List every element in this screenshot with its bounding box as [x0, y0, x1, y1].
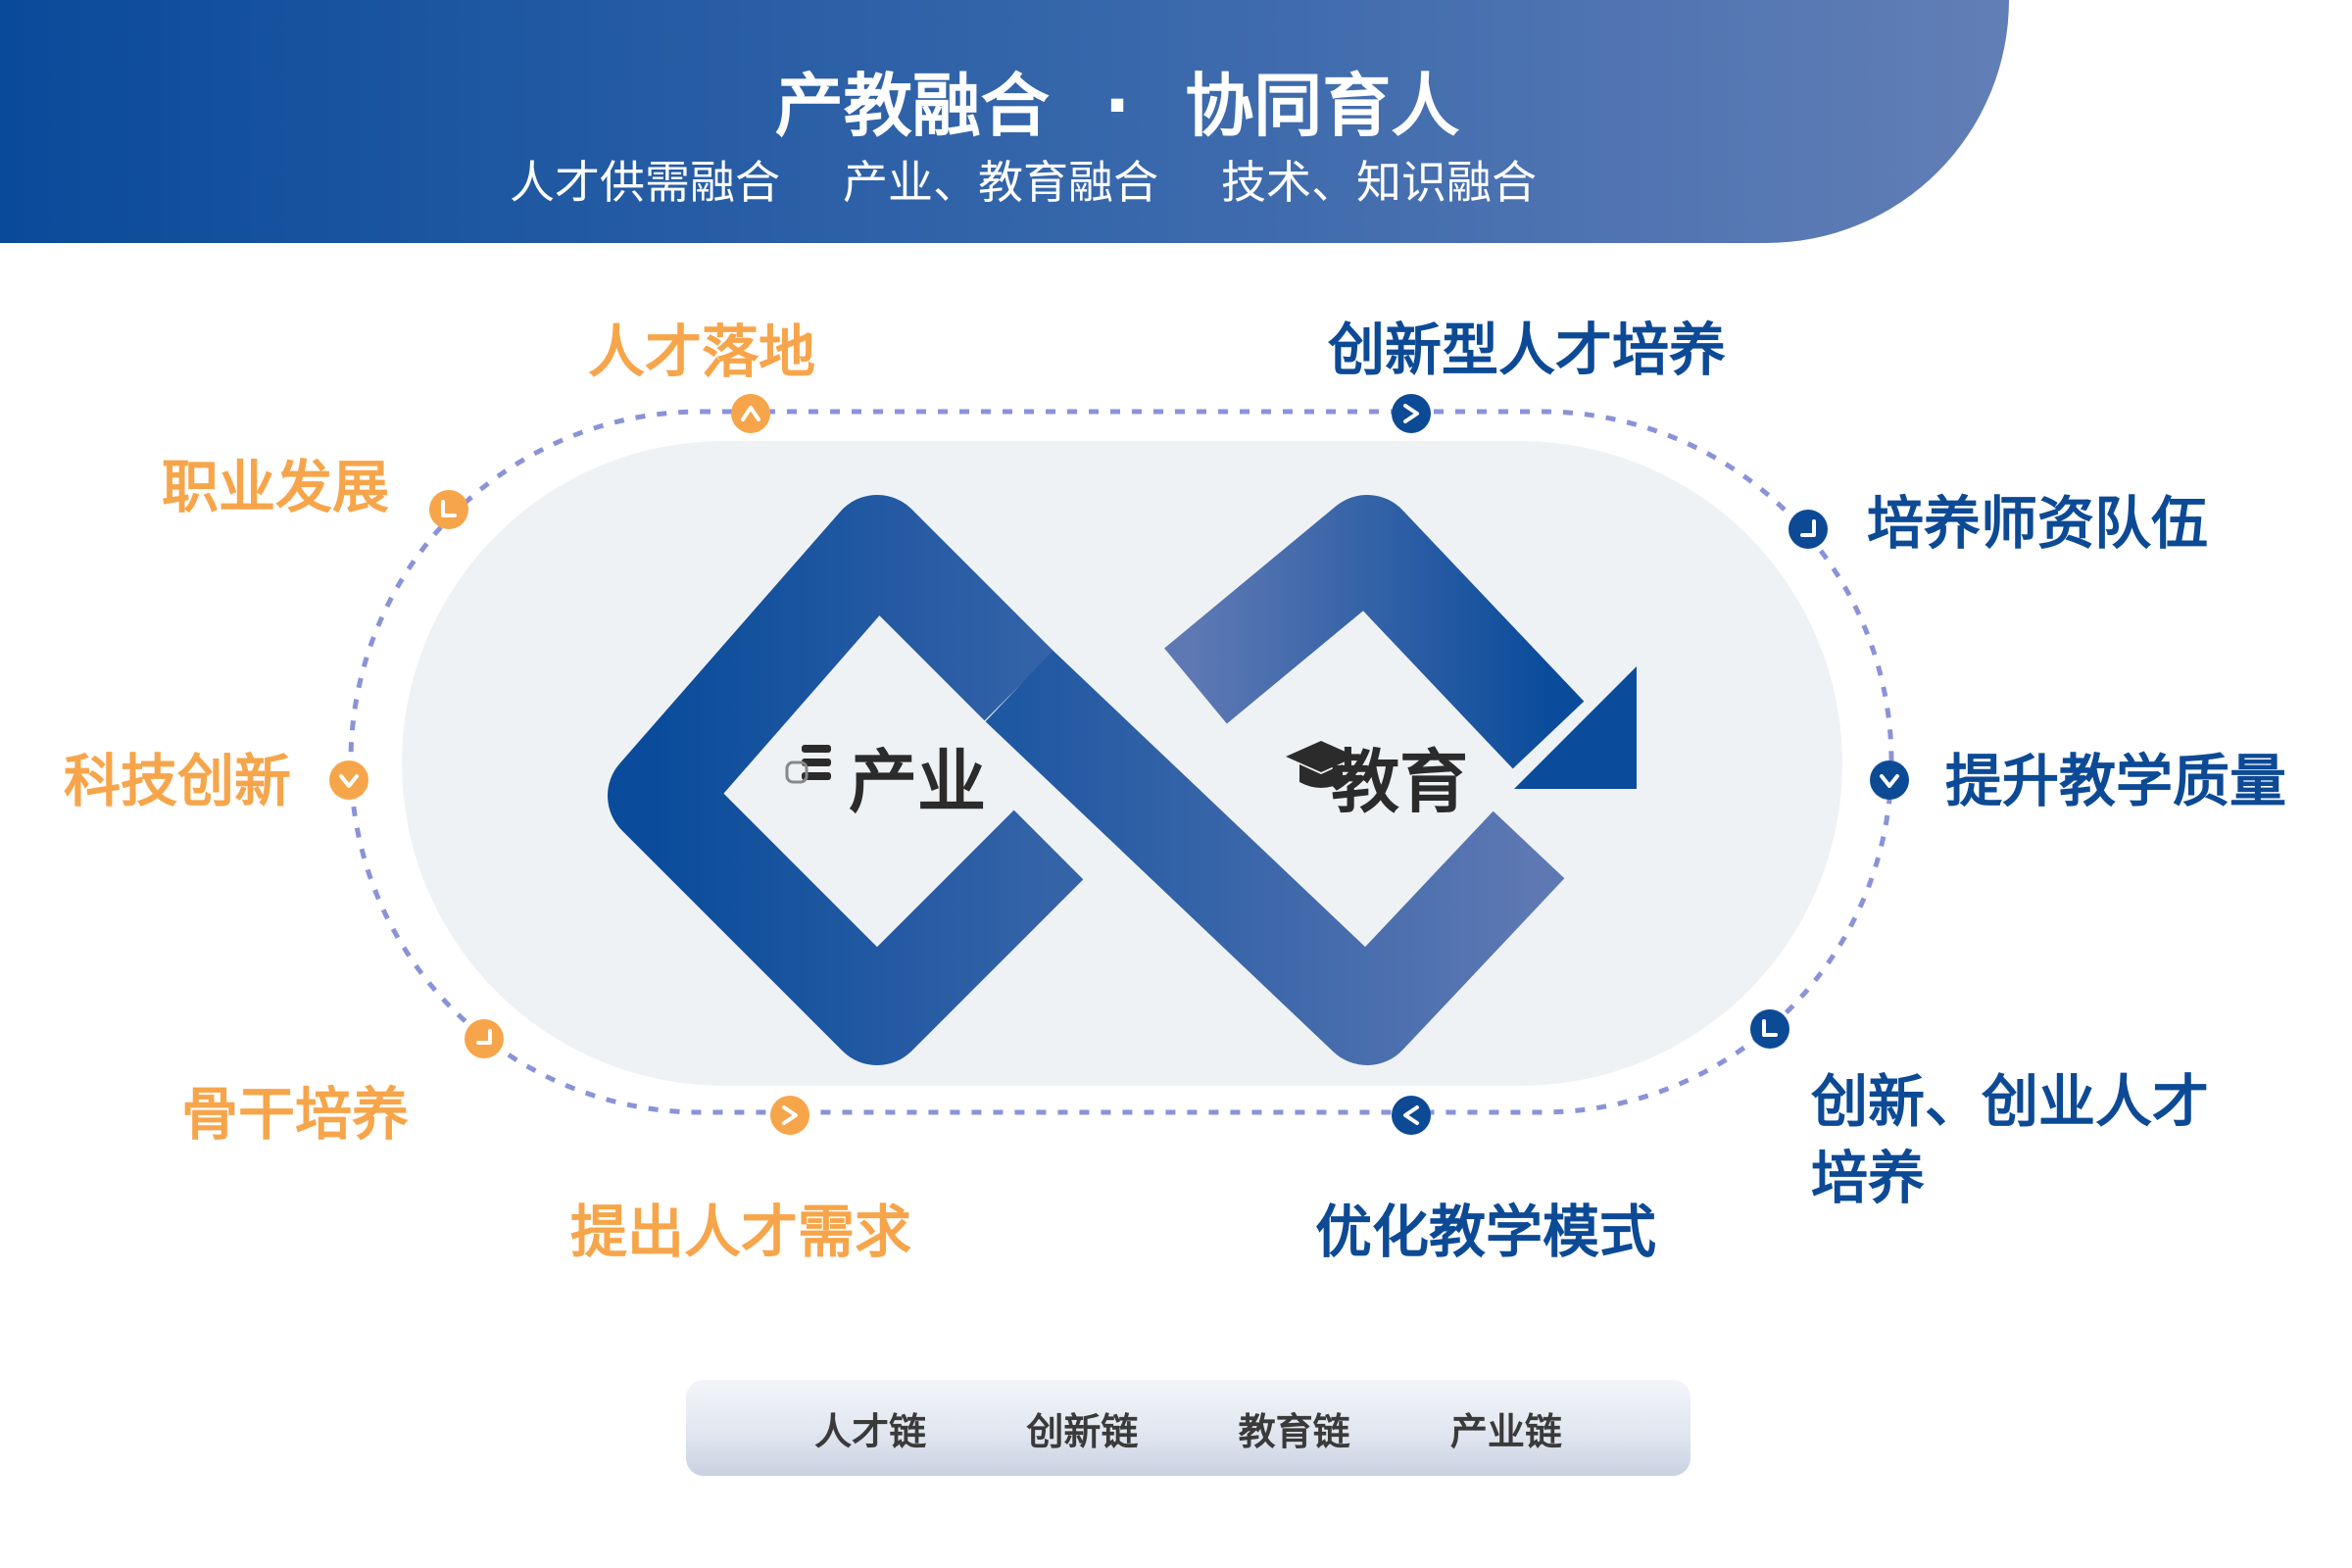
- label-entrepreneurship-line2: 培养: [1811, 1145, 1926, 1212]
- marker-innovative-talent: [1392, 394, 1431, 433]
- label-talent-landing: 人才落地: [588, 318, 816, 385]
- chain-education: 教育链: [1238, 1409, 1350, 1453]
- corner-icon: [476, 1029, 492, 1045]
- header-banner: 产教融合 · 协同育人 人才供需融合 产业、教育融合 技术、知识融合: [0, 0, 2009, 243]
- label-talent-demand: 提出人才需求: [570, 1199, 912, 1265]
- title-left: 产教融合: [774, 66, 1050, 146]
- chevron-up-icon: [741, 406, 760, 421]
- subtitle-item: 技术、知识融合: [1221, 156, 1537, 209]
- orange-markers: [329, 394, 809, 1135]
- marker-talent-demand: [770, 1096, 809, 1135]
- factory-stack-icon: [785, 745, 831, 784]
- industry-label: 产业: [849, 742, 986, 822]
- label-teaching-quality: 提升教学质量: [1945, 748, 2287, 814]
- label-entrepreneurship-line1: 创新、创业人才: [1811, 1068, 2210, 1135]
- marker-talent-landing: [731, 394, 770, 433]
- subtitle-row: 人才供需融合 产业、教育融合 技术、知识融合: [510, 147, 1537, 212]
- marker-backbone-training: [465, 1019, 504, 1058]
- corner-icon: [441, 500, 457, 517]
- crossing-band: [985, 650, 1565, 1065]
- title-separator: ·: [1103, 66, 1131, 146]
- label-tech-innovation: 科技创新: [64, 748, 292, 814]
- label-career-development: 职业发展: [162, 454, 390, 520]
- chain-innovation: 创新链: [1026, 1409, 1139, 1453]
- marker-teaching-mode: [1392, 1096, 1431, 1135]
- blue-markers: [1392, 394, 1909, 1135]
- marker-tech-innovation: [329, 760, 368, 800]
- marker-teaching-staff: [1788, 510, 1828, 549]
- label-entrepreneurship: 创新、创业人才 培养: [1811, 1063, 2209, 1217]
- label-backbone-training: 骨干培养: [181, 1081, 410, 1148]
- chevron-left-icon: [1403, 1105, 1419, 1125]
- corner-icon: [1762, 1019, 1778, 1037]
- chevron-right-icon: [1403, 404, 1419, 423]
- title-right: 协同育人: [1185, 66, 1460, 146]
- chevron-down-icon: [1880, 774, 1899, 788]
- marker-entrepreneurship: [1750, 1009, 1789, 1049]
- label-teaching-mode: 优化教学模式: [1315, 1199, 1657, 1265]
- education-label: 教育: [1331, 742, 1468, 822]
- industry-loop: [608, 495, 1084, 1065]
- chain-bar: 人才链 创新链 教育链 产业链: [686, 1380, 1690, 1476]
- marker-teaching-quality: [1870, 760, 1909, 800]
- education-loop: [1164, 495, 1585, 769]
- subtitle-item: 产业、教育融合: [843, 156, 1158, 209]
- subtitle-item: 人才供需融合: [510, 156, 780, 209]
- label-teaching-staff: 培养师资队伍: [1867, 490, 2209, 557]
- chevron-right-icon: [782, 1105, 798, 1125]
- chain-industry: 产业链: [1449, 1409, 1562, 1453]
- chain-talent: 人才链: [814, 1409, 927, 1453]
- page-title: 产教融合 · 协同育人: [0, 51, 2293, 150]
- marker-career-development: [429, 490, 468, 529]
- label-innovative-talent: 创新型人才培养: [1328, 317, 1727, 383]
- chevron-down-icon: [339, 774, 359, 788]
- graduation-cap-icon: [1286, 741, 1356, 788]
- arrow-head: [1514, 666, 1637, 789]
- corner-icon: [1800, 519, 1816, 537]
